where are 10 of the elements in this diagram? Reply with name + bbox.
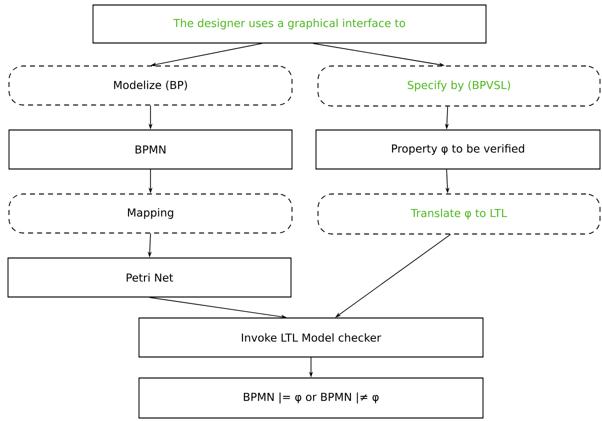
process-box: BPMN: [8, 130, 292, 170]
step-box: Mapping: [8, 194, 292, 234]
step-box: Modelize (BP): [8, 66, 292, 106]
process-box: Petri Net: [8, 258, 292, 298]
step-box: Translate φ to LTL: [318, 194, 600, 234]
process-box: BPMN |= φ or BPMN |≠ φ: [138, 378, 484, 418]
process-box: Invoke LTL Model checker: [138, 318, 484, 358]
process-box: Property φ to be verified: [316, 130, 600, 170]
step-box: Specify by (BPVSL): [318, 66, 600, 106]
process-box: The designer uses a graphical interface to: [92, 4, 486, 44]
